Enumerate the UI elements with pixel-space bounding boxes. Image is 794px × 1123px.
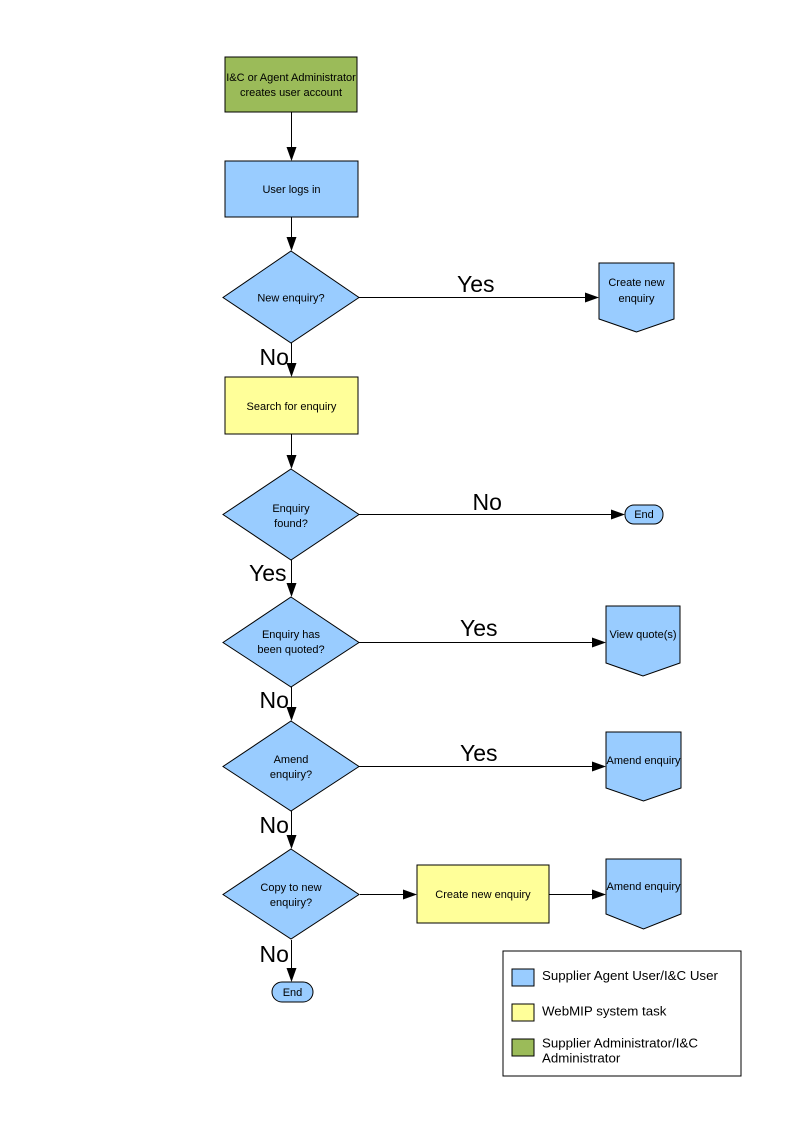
svg-text:Yes: Yes (457, 271, 495, 297)
svg-text:I&C or Agent Administrator: I&C or Agent Administrator (226, 72, 356, 84)
svg-text:Search for enquiry: Search for enquiry (247, 401, 337, 413)
svg-text:New enquiry?: New enquiry? (257, 293, 324, 305)
svg-text:Create new enquiry: Create new enquiry (435, 889, 531, 901)
svg-text:No: No (260, 941, 289, 967)
svg-text:No: No (260, 687, 289, 713)
svg-text:Supplier Agent User/I&C User: Supplier Agent User/I&C User (542, 968, 718, 983)
svg-text:WebMIP system task: WebMIP system task (542, 1004, 667, 1019)
svg-text:Enquiry: Enquiry (272, 503, 310, 515)
svg-text:found?: found? (274, 518, 308, 530)
svg-text:enquiry: enquiry (618, 293, 655, 305)
svg-text:Create new: Create new (608, 277, 664, 289)
svg-text:End: End (634, 509, 654, 521)
svg-text:Amend enquiry: Amend enquiry (607, 755, 681, 767)
svg-text:End: End (283, 987, 303, 999)
svg-text:Yes: Yes (460, 615, 498, 641)
svg-text:been quoted?: been quoted? (257, 644, 324, 656)
svg-text:enquiry?: enquiry? (270, 897, 312, 909)
svg-text:View quote(s): View quote(s) (609, 629, 676, 641)
svg-text:Yes: Yes (460, 740, 498, 766)
svg-text:No: No (260, 344, 289, 370)
svg-text:No: No (473, 489, 502, 515)
svg-text:Amend: Amend (274, 754, 309, 766)
svg-text:creates user account: creates user account (240, 87, 342, 99)
svg-text:Enquiry has: Enquiry has (262, 629, 321, 641)
svg-text:Administrator: Administrator (542, 1051, 621, 1066)
svg-text:enquiry?: enquiry? (270, 769, 312, 781)
svg-text:Amend enquiry: Amend enquiry (607, 881, 681, 893)
svg-text:Yes: Yes (249, 560, 287, 586)
svg-text:Supplier Administrator/I&C: Supplier Administrator/I&C (542, 1036, 698, 1051)
svg-text:User logs in: User logs in (262, 184, 320, 196)
svg-text:Copy to new: Copy to new (260, 882, 321, 894)
svg-text:No: No (260, 812, 289, 838)
